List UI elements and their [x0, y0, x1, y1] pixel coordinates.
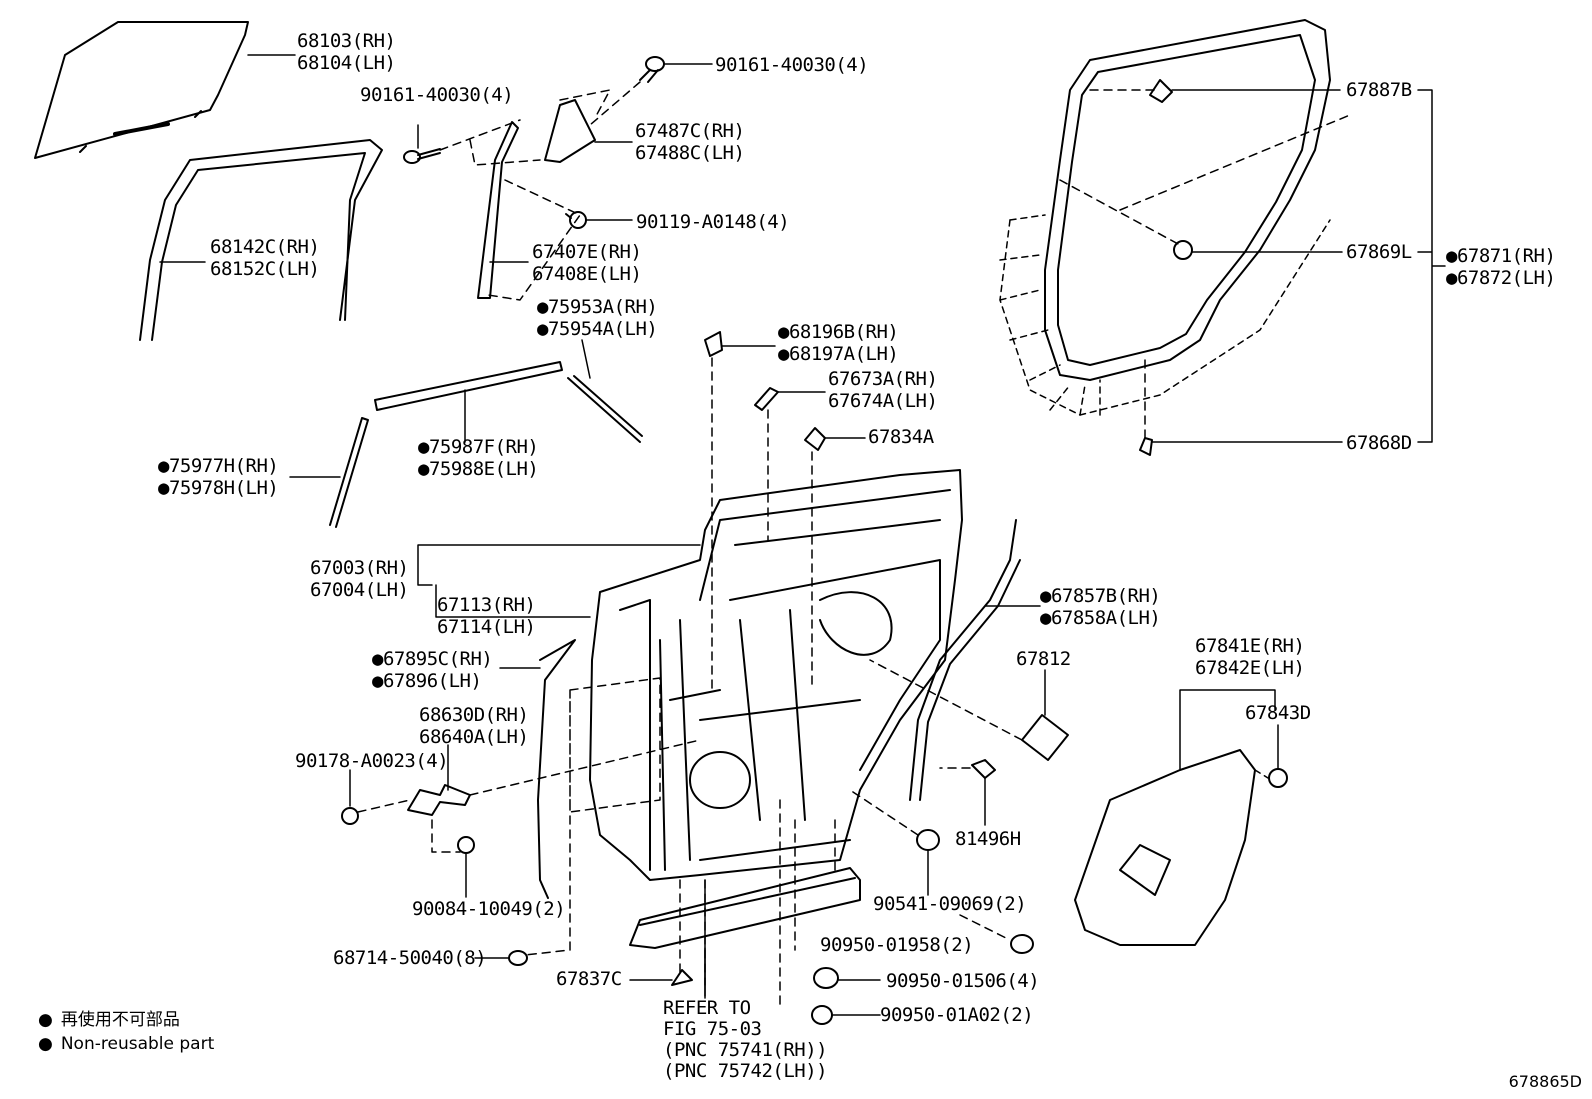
label-clip-67834a: 67834A: [868, 426, 934, 448]
door-panel: [589, 469, 963, 881]
label-cover-67841e: 67841E(RH)67842E(LH): [1195, 635, 1305, 679]
label-panel-inner: 67113(RH)67114(LH): [437, 594, 536, 638]
label-molding-75987f: ●75987F(RH)●75988E(LH): [418, 436, 539, 480]
division-bar: [477, 121, 519, 299]
label-clip-68196b: ●68196B(RH)●68197A(LH): [778, 321, 899, 365]
legend-japanese: 再使用不可部品: [38, 1008, 214, 1032]
legend: 再使用不可部品 Non-reusable part: [38, 1008, 214, 1056]
label-plug-01a02: 90950-01A02(2): [880, 1004, 1034, 1026]
clip-868d: [1139, 437, 1153, 456]
leader-dashed: [469, 739, 701, 796]
label-weatherstrip: ●67871(RH)●67872(LH): [1446, 245, 1556, 289]
label-clip-67837c: 67837C: [556, 968, 622, 990]
door-glass: [34, 21, 249, 159]
leader-line: [581, 339, 591, 379]
label-clip-67843d: 67843D: [1245, 702, 1311, 724]
label-clip-67887b: 67887B: [1346, 79, 1412, 101]
clip-67834a: [804, 427, 826, 451]
label-refer-to: REFER TO FIG 75-03 (PNC 75741(RH)) (PNC …: [663, 997, 828, 1082]
bumper-81496h: [971, 759, 996, 779]
leader-dashed: [524, 677, 661, 956]
label-seal-67857b: ●67857B(RH)●67858A(LH): [1040, 585, 1161, 629]
label-seal-67895c: ●67895C(RH)●67896(LH): [372, 648, 493, 692]
leader-dashed: [999, 214, 1101, 416]
label-bolt-a0023: 90178-A0023(4): [295, 750, 449, 772]
leader-dashed: [869, 659, 1023, 741]
bracket-line: [1417, 89, 1446, 443]
clip-837c: [671, 969, 693, 986]
clip-869l: [1173, 240, 1193, 260]
door-weatherstrip: [1044, 19, 1331, 381]
leader-dashed: [679, 879, 706, 986]
label-bumper-81496h: 81496H: [955, 828, 1021, 850]
door-check: [407, 784, 471, 816]
label-bolt-a0148: 90119-A0148(4): [636, 211, 790, 233]
plug-01958: [1010, 934, 1034, 954]
label-clip-50040: 68714-50040(8): [333, 947, 487, 969]
belt-molding-rear: [567, 375, 643, 443]
clip-50040: [508, 950, 528, 966]
hole-cover-09069: [916, 829, 940, 851]
belt-molding: [374, 361, 563, 411]
leader-dashed: [559, 89, 611, 119]
leader-dashed: [357, 799, 411, 813]
leader-dashed: [439, 119, 541, 166]
label-glass: 68103(RH)68104(LH): [297, 30, 396, 74]
label-clip-67868d: 67868D: [1346, 432, 1412, 454]
catalog-number: 678865D: [1508, 1072, 1582, 1091]
label-corner-glass: 67487C(RH)67488C(LH): [635, 120, 745, 164]
label-door-check: 68630D(RH)68640A(LH): [419, 704, 529, 748]
screw-top: [639, 56, 665, 83]
leader-dashed: [431, 819, 461, 853]
leader-dashed: [849, 789, 919, 836]
legend-english: Non-reusable part: [38, 1032, 214, 1056]
leader-dashed: [487, 179, 581, 301]
service-hole-cover: [1074, 749, 1256, 946]
bracket-line: [1179, 689, 1276, 771]
leader-dashed: [589, 81, 641, 126]
bolt-a0023: [341, 807, 359, 825]
label-molding-75977h: ●75977H(RH)●75978H(LH): [158, 455, 279, 499]
label-screw-left: 90161-40030(4): [360, 84, 514, 106]
label-screw-top: 90161-40030(4): [715, 54, 869, 76]
leader-dashed: [959, 914, 1011, 941]
seal-67895c: [537, 639, 576, 899]
plug-01506: [813, 967, 839, 989]
label-hole-09069: 90541-09069(2): [873, 893, 1027, 915]
label-molding-75953a: ●75953A(RH)●75954A(LH): [537, 296, 658, 340]
weatherstrip-pillar: [909, 519, 1021, 801]
rocker-molding: [629, 867, 861, 949]
label-plug-01958: 90950-01958(2): [820, 934, 974, 956]
pad-67812: [1021, 714, 1069, 761]
leader-dashed: [1254, 769, 1269, 779]
pillar-molding: [329, 417, 369, 528]
label-clip-67869l: 67869L: [1346, 241, 1412, 263]
clip-68196b: [704, 331, 723, 357]
bracket-line: [417, 544, 701, 618]
leader-dashed: [999, 219, 1331, 416]
label-bolt-10049: 90084-10049(2): [412, 898, 566, 920]
clip-843d: [1268, 768, 1288, 788]
leader-dashed: [779, 799, 836, 1011]
label-plug-01506: 90950-01506(4): [886, 970, 1040, 992]
bolt-10049: [457, 836, 475, 854]
corner-glass: [544, 99, 596, 163]
screw-left: [403, 148, 441, 164]
clip-887b: [1149, 79, 1173, 103]
label-panel-outer: 67003(RH)67004(LH): [310, 557, 409, 601]
leader-dashed: [1059, 89, 1351, 246]
label-division-bar: 67407E(RH)67408E(LH): [532, 241, 642, 285]
pad-67673a: [754, 387, 779, 411]
label-pad-67673a: 67673A(RH)67674A(LH): [828, 368, 938, 412]
label-pad-67812: 67812: [1016, 648, 1071, 670]
label-run-channel: 68142C(RH)68152C(LH): [210, 236, 320, 280]
